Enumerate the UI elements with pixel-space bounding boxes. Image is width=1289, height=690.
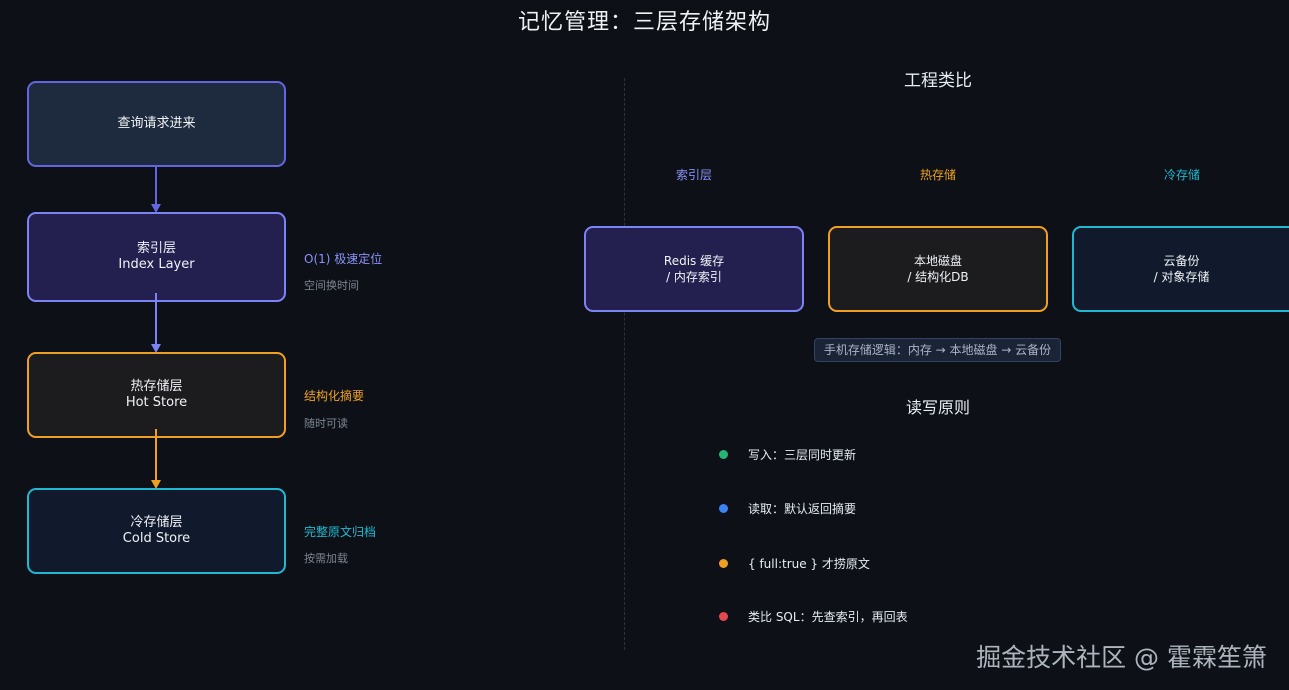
rule-text: 写入：三层同时更新 [748, 448, 857, 462]
rule-item: 类比 SQL：先查索引，再回表 [719, 608, 908, 625]
analogy-label-index: 索引层 [675, 168, 712, 182]
rule-dot-icon [719, 504, 728, 513]
request-box-label: 查询请求进来 [117, 116, 196, 131]
analogy-box-cloud-line2: / 对象存储 [1153, 270, 1210, 284]
cold-store-sub: 按需加载 [304, 552, 348, 565]
analogy-box-disk-line2: / 结构化DB [907, 270, 969, 284]
hot-store-note: 结构化摘要 [304, 389, 365, 403]
hot-store-sub: 随时可读 [304, 417, 348, 430]
arrow-head-index-to-hot [151, 344, 161, 353]
index-layer-name-cn: 索引层 [136, 241, 176, 256]
index-layer-name-en: Index Layer [118, 257, 195, 272]
rule-dot-icon [719, 450, 728, 459]
rule-text: 类比 SQL：先查索引，再回表 [748, 610, 908, 624]
arrow-head-request-to-index [151, 204, 161, 213]
cold-store-name-cn: 冷存储层 [130, 515, 183, 530]
analogy-heading: 工程类比 [904, 71, 972, 91]
arrow-head-hot-to-cold [151, 480, 161, 489]
cold-store-note: 完整原文归档 [304, 525, 377, 539]
request-box: 查询请求进来 [27, 81, 286, 167]
watermark: 掘金技术社区 @ 霍霖笙箫 [976, 643, 1267, 672]
analogy-box-redis-line1: Redis 缓存 [663, 254, 725, 268]
section-divider [624, 78, 625, 650]
page-title: 记忆管理：三层存储架构 [517, 10, 771, 35]
rule-item: { full:true } 才捞原文 [719, 555, 870, 572]
cold-store-box: 冷存储层 Cold Store [27, 488, 286, 574]
cold-store-name-en: Cold Store [122, 531, 191, 546]
analogy-box-disk-line1: 本地磁盘 [913, 254, 962, 268]
rule-text: { full:true } 才捞原文 [748, 557, 870, 571]
analogy-label-cold: 冷存储 [1163, 168, 1200, 182]
analogy-label-hot: 热存储 [919, 168, 956, 182]
analogy-box-redis: Redis 缓存 / 内存索引 [584, 226, 804, 312]
index-layer-sub: 空间换时间 [304, 279, 359, 292]
rule-text: 读取：默认返回摘要 [748, 502, 857, 516]
analogy-box-cloud-line1: 云备份 [1163, 254, 1200, 268]
rule-dot-icon [719, 612, 728, 621]
rule-dot-icon [719, 559, 728, 568]
analogy-box-redis-line2: / 内存索引 [666, 270, 722, 284]
flow-arrows [151, 167, 161, 489]
index-layer-note: O(1) 极速定位 [304, 252, 383, 266]
hot-store-name-cn: 热存储层 [130, 379, 183, 394]
hot-store-box: 热存储层 Hot Store [27, 352, 286, 438]
analogy-caption: 手机存储逻辑：内存 → 本地磁盘 → 云备份 [814, 338, 1061, 362]
hot-store-name-en: Hot Store [125, 395, 188, 410]
analogy-box-cloud: 云备份 / 对象存储 [1072, 226, 1289, 312]
rules-heading: 读写原则 [905, 398, 970, 417]
analogy-box-disk: 本地磁盘 / 结构化DB [828, 226, 1048, 312]
rule-item: 读取：默认返回摘要 [719, 500, 856, 517]
rule-item: 写入：三层同时更新 [719, 446, 856, 463]
